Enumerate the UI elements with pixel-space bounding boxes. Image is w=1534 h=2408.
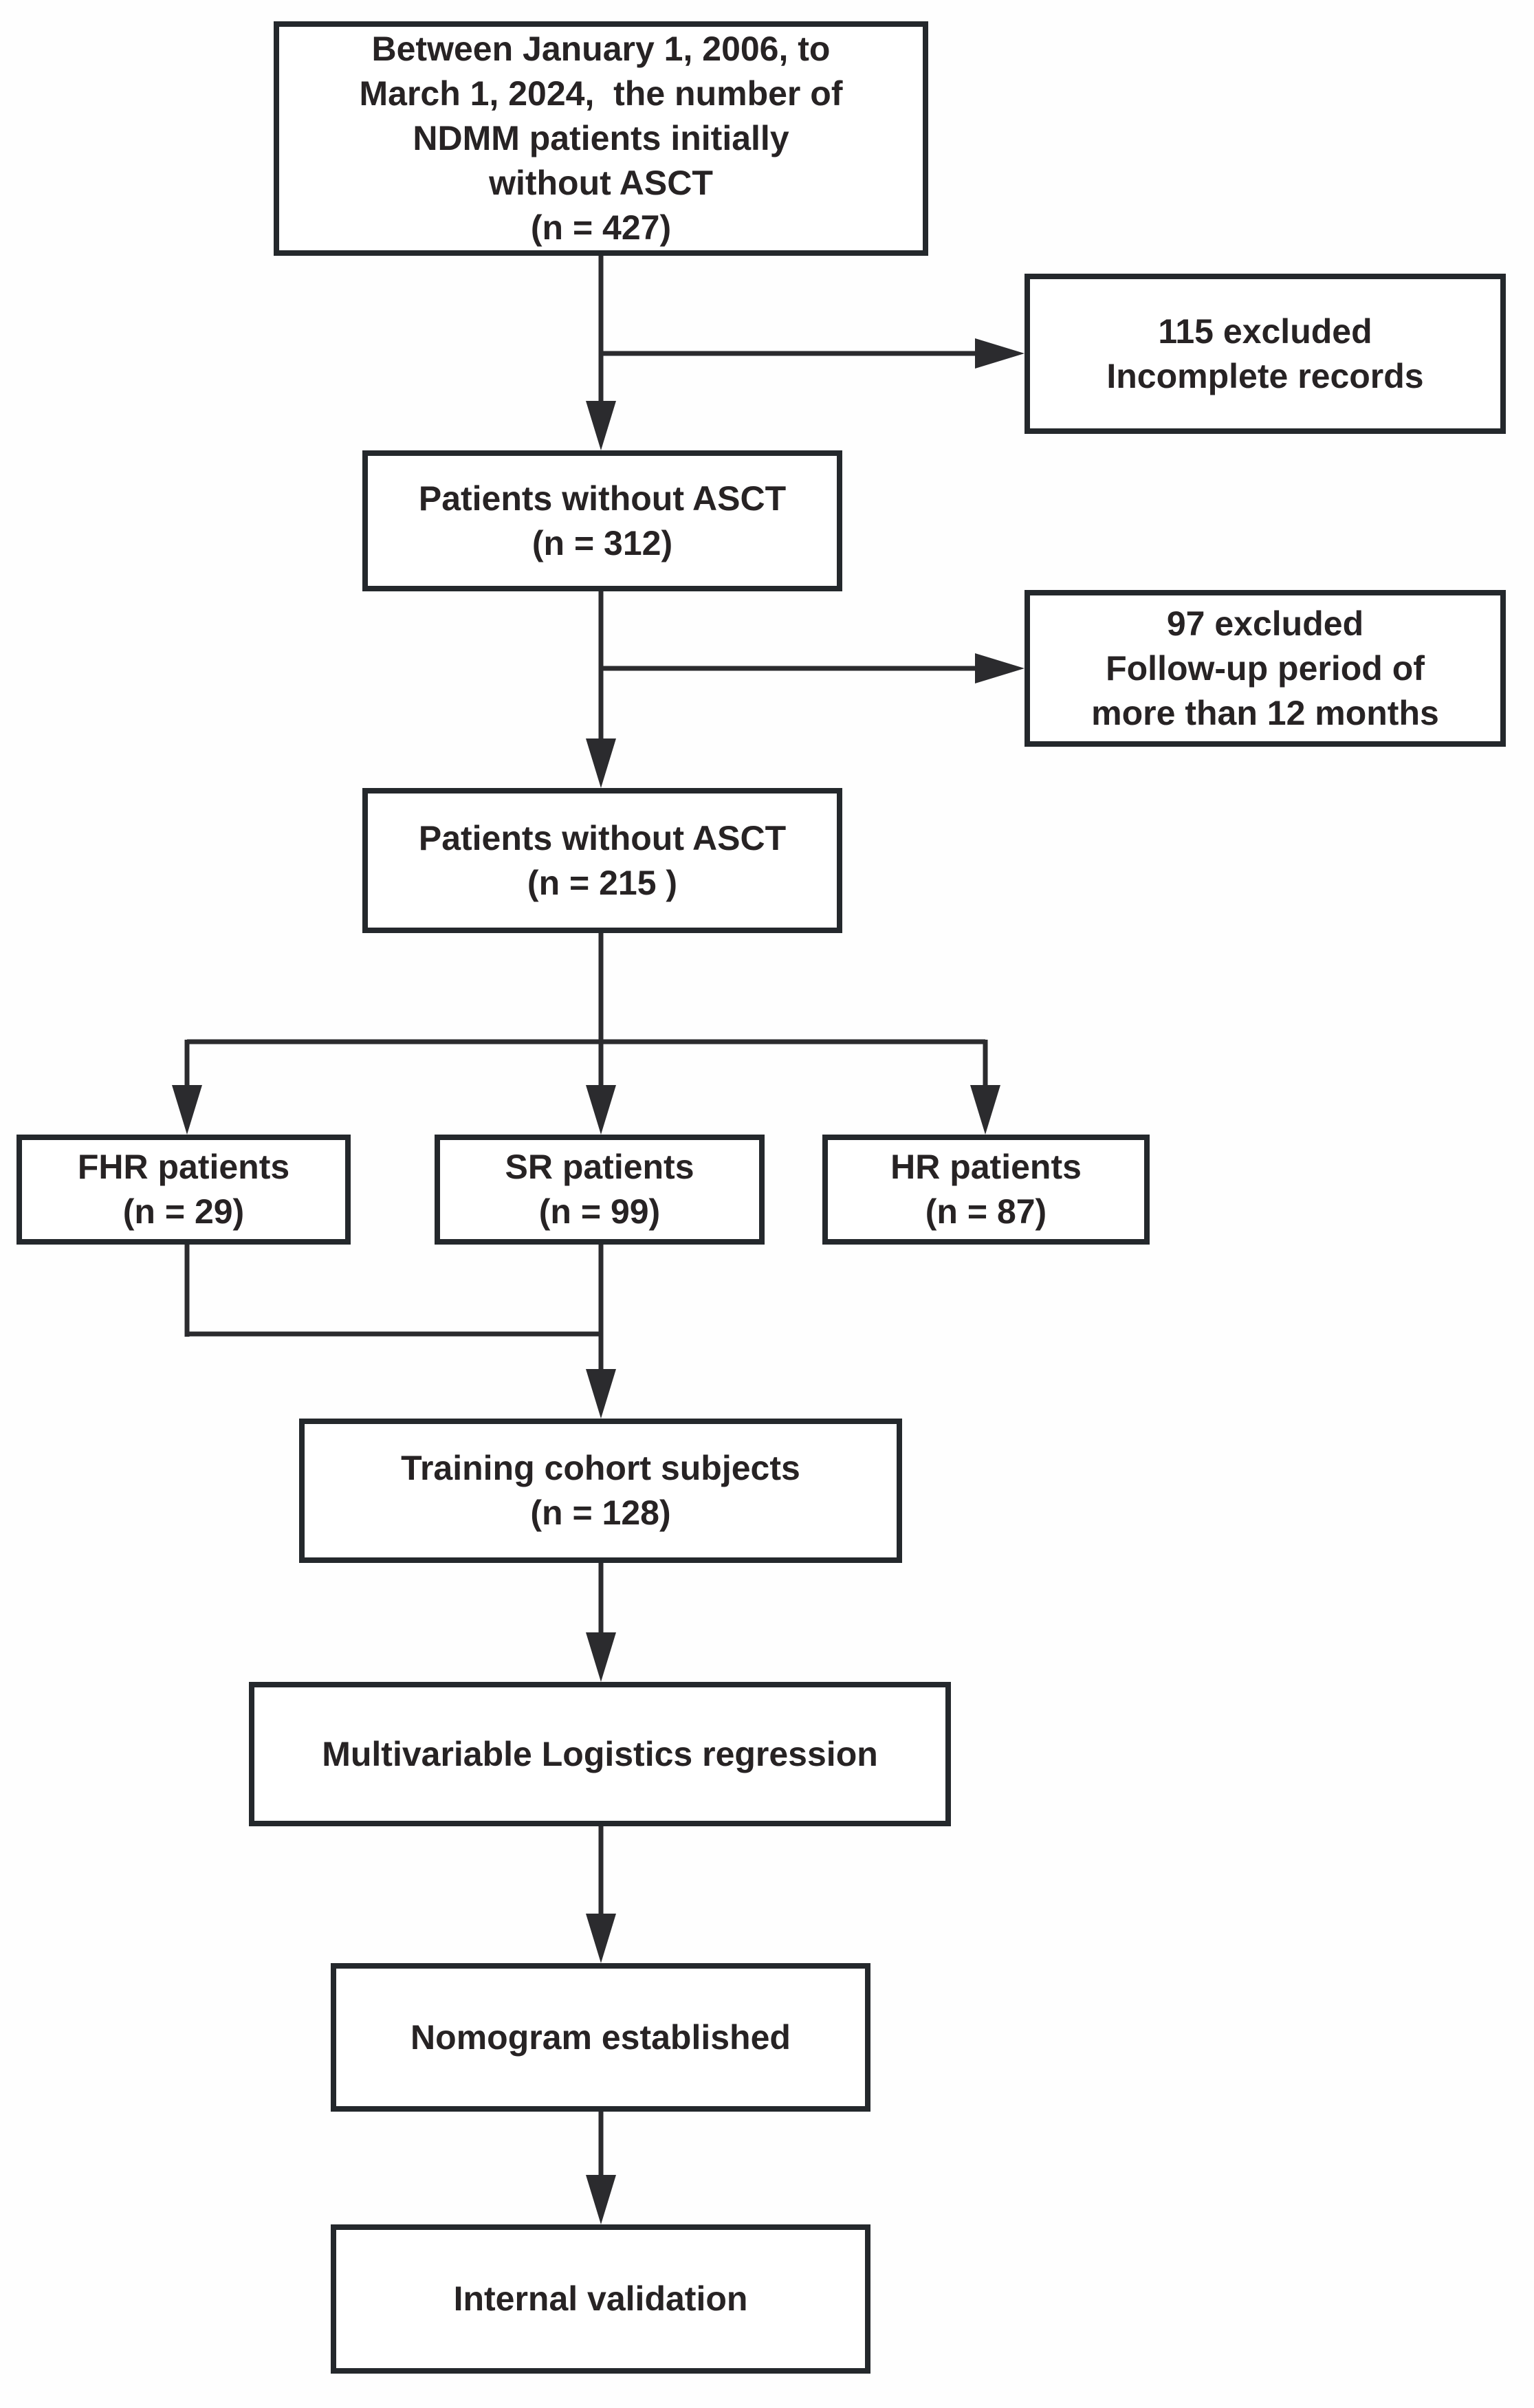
node-hr-patients: HR patients (n = 87) bbox=[822, 1135, 1150, 1245]
node-multivariable-regression: Multivariable Logistics regression bbox=[249, 1682, 951, 1826]
flow-lines bbox=[184, 256, 988, 2185]
node-patients-without-asct-215: Patients without ASCT (n = 215 ) bbox=[362, 788, 842, 933]
arrowhead-into-215 bbox=[586, 738, 616, 788]
node-patients-without-asct-312: Patients without ASCT (n = 312) bbox=[362, 450, 842, 591]
node-nomogram-established: Nomogram established bbox=[331, 1963, 870, 2112]
arrowhead-into-sr bbox=[586, 1085, 616, 1135]
arrowhead-into-hr bbox=[970, 1085, 1000, 1135]
arrowhead-into-312 bbox=[586, 401, 616, 450]
node-sr-patients: SR patients (n = 99) bbox=[435, 1135, 765, 1245]
node-fhr-patients: FHR patients (n = 29) bbox=[17, 1135, 351, 1245]
arrowhead-into-excluded-115 bbox=[975, 338, 1025, 369]
arrowheads bbox=[172, 338, 1025, 2224]
node-initial-cohort: Between January 1, 2006, to March 1, 202… bbox=[274, 21, 928, 256]
arrowhead-into-nomogram bbox=[586, 1914, 616, 1963]
node-internal-validation: Internal validation bbox=[331, 2224, 870, 2374]
arrowhead-into-regression bbox=[586, 1632, 616, 1682]
arrowhead-into-training bbox=[586, 1369, 616, 1419]
node-excluded-followup: 97 excluded Follow-up period of more tha… bbox=[1025, 590, 1506, 747]
node-excluded-incomplete-records: 115 excluded Incomplete records bbox=[1025, 274, 1506, 434]
arrowhead-into-validation bbox=[586, 2175, 616, 2224]
arrowhead-into-fhr bbox=[172, 1085, 202, 1135]
node-training-cohort: Training cohort subjects (n = 128) bbox=[299, 1419, 902, 1563]
arrowhead-into-excluded-97 bbox=[975, 653, 1025, 683]
